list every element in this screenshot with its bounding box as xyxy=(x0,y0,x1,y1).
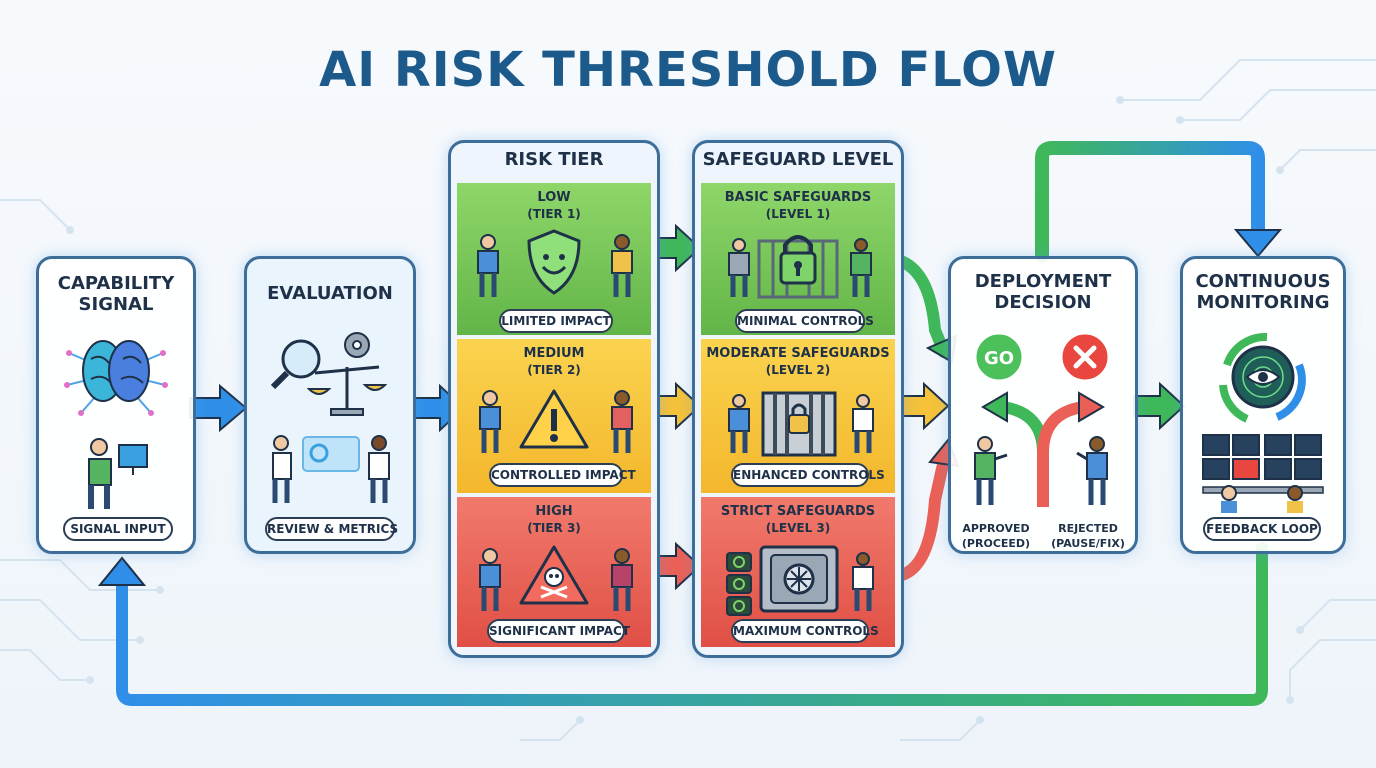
arrow-capability-to-evaluation xyxy=(189,383,248,433)
continuous-monitoring-card: CONTINUOUS MONITORING FEEDBACK LOOP xyxy=(1180,256,1346,554)
moderate-safeguards-name: MODERATE SAFEGUARDS xyxy=(706,346,890,361)
medium-tier-sub: (TIER 2) xyxy=(527,363,581,377)
high-tier-sub: (TIER 3) xyxy=(527,521,581,535)
basic-safeguards-sub: (LEVEL 1) xyxy=(765,207,831,221)
strict-safeguards-sub: (LEVEL 3) xyxy=(765,521,831,535)
medium-person-left-icon xyxy=(479,390,501,453)
safeguard-strict: STRICT SAFEGUARDS (LEVEL 3) MAXIMUM CONT… xyxy=(701,497,895,647)
balance-scale-icon xyxy=(307,365,387,416)
arrow-decision-to-monitoring xyxy=(1133,381,1186,431)
reject-x-icon xyxy=(1059,331,1111,383)
low-tier-sub: (TIER 1) xyxy=(527,207,581,221)
person-at-computer-icon xyxy=(88,438,148,509)
capability-signal-title: CAPABILITY SIGNAL xyxy=(57,273,175,315)
moderate-person-right-icon xyxy=(852,394,874,453)
medium-tier-name: MEDIUM xyxy=(523,346,585,361)
fingerprint-scanners-icon xyxy=(726,552,752,616)
vault-icon xyxy=(759,545,839,613)
rejected-text: REJECTED xyxy=(1058,522,1118,535)
radar-eye-icon xyxy=(1219,332,1306,423)
strict-safeguards-name: STRICT SAFEGUARDS xyxy=(720,504,876,519)
risk-tier-high: HIGH (TIER 3) SIGNIFICANT IMPACT xyxy=(457,497,651,647)
basic-person-left-icon xyxy=(728,238,750,297)
risk-tier-header: RISK TIER xyxy=(504,149,604,170)
rejected-sub: (PAUSE/FIX) xyxy=(1051,537,1125,550)
minimal-controls-pill: MINIMAL CONTROLS xyxy=(735,309,874,333)
safeguard-moderate: MODERATE SAFEGUARDS (LEVEL 2) ENHANCED C… xyxy=(701,339,895,493)
moderate-safeguards-sub: (LEVEL 2) xyxy=(765,363,831,377)
enhanced-controls-pill: ENHANCED CONTROLS xyxy=(731,463,885,487)
locked-gate-icon xyxy=(761,391,837,457)
feedback-loop-arrowhead xyxy=(97,556,147,586)
significant-impact-pill: SIGNIFICANT IMPACT xyxy=(487,619,630,643)
medium-person-right-icon xyxy=(611,390,633,453)
split-path-arrows-icon xyxy=(981,391,1105,507)
maximum-controls-pill: MAXIMUM CONTROLS xyxy=(731,619,879,643)
approving-person-icon xyxy=(974,436,1008,505)
safeguard-level-column: SAFEGUARD LEVEL BASIC SAFEGUARDS (LEVEL … xyxy=(692,140,904,658)
go-button-icon: GO xyxy=(973,331,1025,383)
approved-text: APPROVED xyxy=(962,522,1030,535)
controlled-impact-pill: CONTROLLED IMPACT xyxy=(489,463,636,487)
basic-safeguards-name: BASIC SAFEGUARDS xyxy=(724,190,872,205)
rejected-label: REJECTED (PAUSE/FIX) xyxy=(1043,521,1133,551)
evaluation-title: EVALUATION xyxy=(267,283,393,304)
curve-basic-to-decision xyxy=(892,254,950,358)
warning-triangle-icon xyxy=(519,389,589,449)
risk-tier-medium: MEDIUM (TIER 2) CONTROLLED IMPACT xyxy=(457,339,651,493)
safeguard-basic: BASIC SAFEGUARDS (LEVEL 1) MINIMAL CONTR… xyxy=(701,183,895,335)
high-person-right-icon xyxy=(611,548,633,611)
page-title: AI RISK THRESHOLD FLOW xyxy=(319,42,1057,98)
approved-label: APPROVED (PROCEED) xyxy=(951,521,1041,551)
magnifier-gear-icon xyxy=(270,332,370,390)
reviewers-dashboard-icon xyxy=(272,435,390,503)
top-loop-arrowhead xyxy=(1233,229,1283,258)
high-person-left-icon xyxy=(479,548,501,611)
low-tier-name: LOW xyxy=(537,190,571,205)
high-tier-name: HIGH xyxy=(535,504,573,519)
go-label: GO xyxy=(984,348,1014,369)
risk-tier-low: LOW (TIER 1) LIMITED IMPACT xyxy=(457,183,651,335)
approved-sub: (PROCEED) xyxy=(961,537,1031,550)
deployment-decision-title: DEPLOYMENT DECISION xyxy=(974,271,1112,313)
feedback-loop-pill: FEEDBACK LOOP xyxy=(1203,517,1321,541)
risk-tier-column: RISK TIER LOW (TIER 1) LIMITED IMPACT ME… xyxy=(448,140,660,658)
safeguard-level-header: SAFEGUARD LEVEL xyxy=(702,149,894,170)
top-loop-path xyxy=(1035,141,1265,263)
brain-icon xyxy=(64,340,168,416)
low-person-right-icon xyxy=(611,234,633,297)
feedback-loop-path xyxy=(116,542,1268,706)
deployment-decision-card: DEPLOYMENT DECISION GO APPROVED (PROCEED… xyxy=(948,256,1138,554)
monitor-station-icon xyxy=(1202,434,1324,513)
signal-input-pill: SIGNAL INPUT xyxy=(63,517,173,541)
shield-smile-icon xyxy=(527,229,581,295)
review-metrics-pill: REVIEW & METRICS xyxy=(265,517,398,541)
moderate-person-left-icon xyxy=(728,394,750,453)
capability-signal-card: CAPABILITY SIGNAL SIGNAL INPUT xyxy=(36,256,196,554)
strict-person-icon xyxy=(852,552,874,611)
rejecting-person-icon xyxy=(1076,436,1108,505)
arrow-moderate-to-decision xyxy=(897,381,950,431)
continuous-monitoring-title: CONTINUOUS MONITORING xyxy=(1195,271,1331,313)
limited-impact-pill: LIMITED IMPACT xyxy=(499,309,613,333)
curve-strict-to-decision xyxy=(892,454,950,582)
evaluation-card: EVALUATION REVIEW & METRICS xyxy=(244,256,416,554)
basic-person-right-icon xyxy=(850,238,872,297)
skull-triangle-icon xyxy=(519,545,589,605)
low-person-left-icon xyxy=(477,234,499,297)
padlock-gate-icon xyxy=(757,235,839,299)
